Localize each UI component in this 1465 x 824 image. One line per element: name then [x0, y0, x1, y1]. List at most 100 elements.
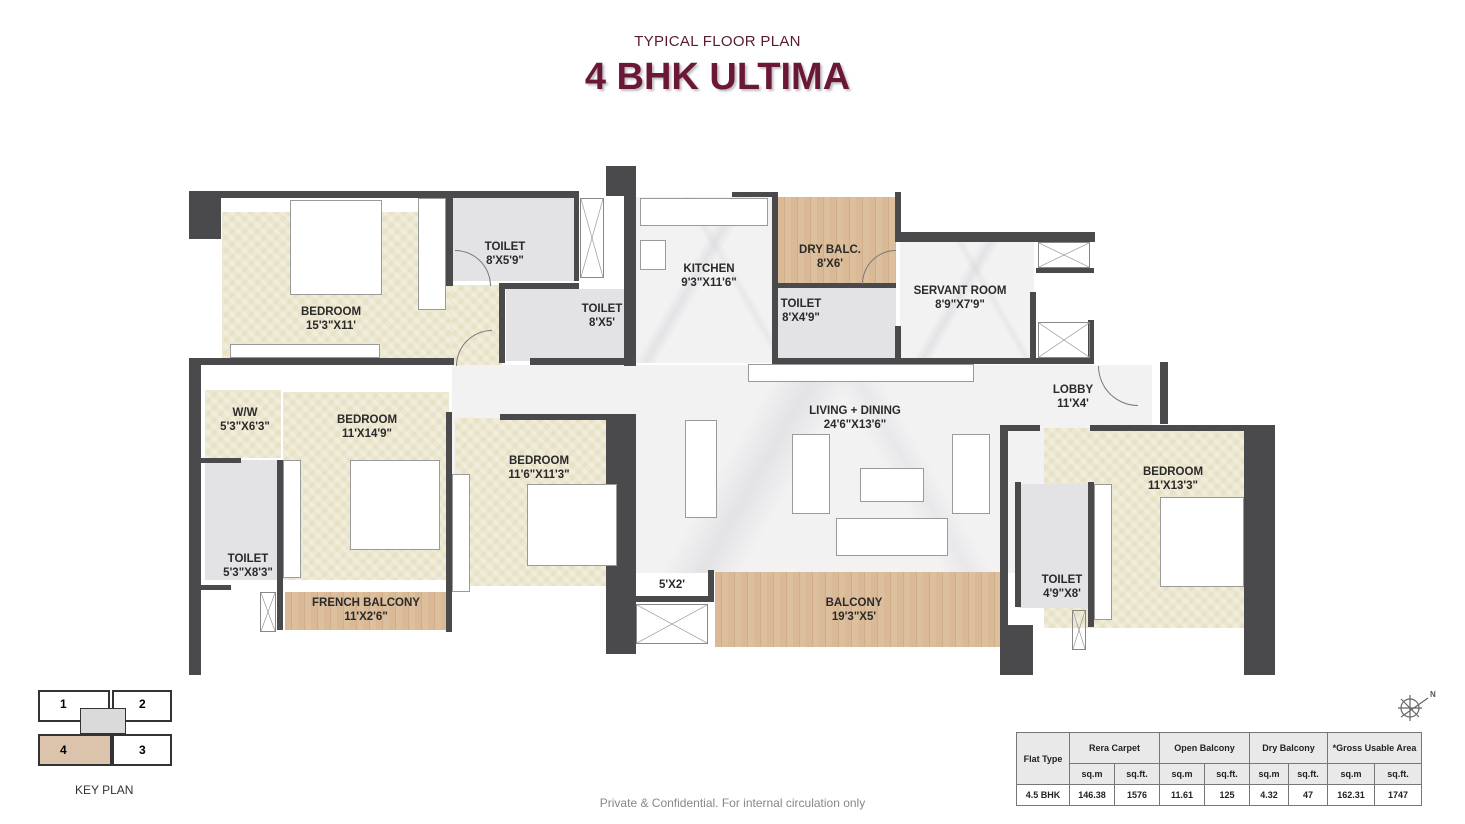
wall — [1015, 482, 1021, 607]
key-unit-4-label: 4 — [60, 743, 67, 757]
ww-floor — [205, 390, 281, 458]
shaft — [636, 604, 708, 644]
french-balcony-floor — [285, 592, 447, 630]
cell: 4.32 — [1249, 784, 1289, 806]
toilet-5-floor — [1018, 484, 1088, 608]
wall — [1088, 482, 1094, 627]
wardrobe — [283, 460, 301, 578]
compass-icon: N — [1394, 690, 1440, 726]
unit-cell: sq.ft. — [1114, 763, 1160, 785]
cell: 146.38 — [1069, 784, 1115, 806]
wall — [1090, 425, 1275, 431]
wall — [1000, 425, 1008, 675]
wall — [201, 458, 241, 463]
confidential-footer: Private & Confidential. For internal cir… — [599, 796, 866, 810]
bed — [350, 460, 440, 550]
wall — [1244, 425, 1275, 675]
wall — [772, 358, 1094, 364]
wall — [778, 283, 896, 288]
tv-unit — [230, 344, 380, 358]
wall — [201, 585, 231, 590]
wall — [574, 191, 579, 281]
cell: 11.61 — [1159, 784, 1205, 806]
table-row: 4.5 BHK 146.38 1576 11.61 125 4.32 47 16… — [1016, 784, 1422, 806]
wall — [499, 283, 579, 289]
header-flat-type: Flat Type — [1016, 732, 1070, 785]
shaft — [1038, 242, 1090, 268]
wall — [1036, 268, 1094, 273]
bed — [527, 484, 617, 566]
wall — [189, 365, 201, 675]
key-unit-3-label: 3 — [139, 743, 146, 757]
unit-cell: sq.m — [1159, 763, 1205, 785]
key-unit-3 — [112, 734, 172, 766]
wall — [772, 192, 778, 362]
header-dry-balcony: Dry Balcony — [1249, 732, 1328, 764]
sofa-right — [952, 434, 990, 514]
coffee-table — [860, 468, 924, 502]
wall — [500, 414, 636, 420]
bed — [1160, 497, 1244, 587]
toilet-4-floor — [205, 460, 277, 580]
wall — [1008, 625, 1033, 675]
wall — [446, 198, 453, 286]
wall — [895, 326, 901, 362]
wall — [189, 358, 454, 365]
key-unit-1-label: 1 — [60, 697, 67, 711]
wardrobe — [418, 198, 446, 310]
header-gross-usable-area: *Gross Usable Area — [1327, 732, 1422, 764]
plan-subtitle: TYPICAL FLOOR PLAN — [634, 33, 801, 50]
shaft — [580, 198, 604, 278]
wardrobe — [452, 474, 470, 592]
wall — [499, 283, 505, 363]
wall — [624, 166, 636, 366]
wall — [895, 232, 1095, 242]
wall — [530, 358, 624, 365]
header-open-balcony: Open Balcony — [1159, 732, 1250, 764]
unit-cell: sq.m — [1249, 763, 1289, 785]
wall — [1030, 292, 1036, 362]
compass-north-label: N — [1430, 690, 1436, 699]
key-core — [80, 708, 126, 734]
servant-room-floor — [900, 240, 1034, 360]
sofa-left — [792, 434, 830, 514]
header-rera-carpet: Rera Carpet — [1069, 732, 1160, 764]
shaft — [1038, 322, 1090, 358]
toilet-3-floor — [778, 287, 896, 361]
shaft — [260, 592, 276, 632]
plan-title: 4 BHK ULTIMA — [584, 56, 851, 98]
unit-cell: sq.m — [1327, 763, 1375, 785]
wall — [1000, 425, 1040, 431]
sofa-main — [836, 518, 948, 556]
toilet-2-floor — [506, 289, 624, 361]
key-unit-2-label: 2 — [139, 697, 146, 711]
dining-table — [685, 420, 717, 518]
room-label: DRY BALC.8'X6' — [799, 244, 861, 270]
balcony-floor — [715, 572, 1000, 647]
unit-cell: sq.ft. — [1204, 763, 1250, 785]
wall — [895, 192, 901, 242]
wall — [732, 192, 772, 197]
room-label: 5'X2' — [659, 579, 685, 591]
hob — [640, 240, 666, 270]
key-plan-label: KEY PLAN — [75, 783, 134, 797]
wardrobe — [1094, 484, 1112, 620]
kitchen-counter — [640, 198, 768, 226]
wall — [446, 412, 452, 632]
unit-cell: sq.m — [1069, 763, 1115, 785]
wall — [189, 191, 579, 198]
area-table: Flat Type Rera Carpet Open Balcony Dry B… — [1016, 732, 1422, 806]
tv-unit — [748, 364, 974, 382]
